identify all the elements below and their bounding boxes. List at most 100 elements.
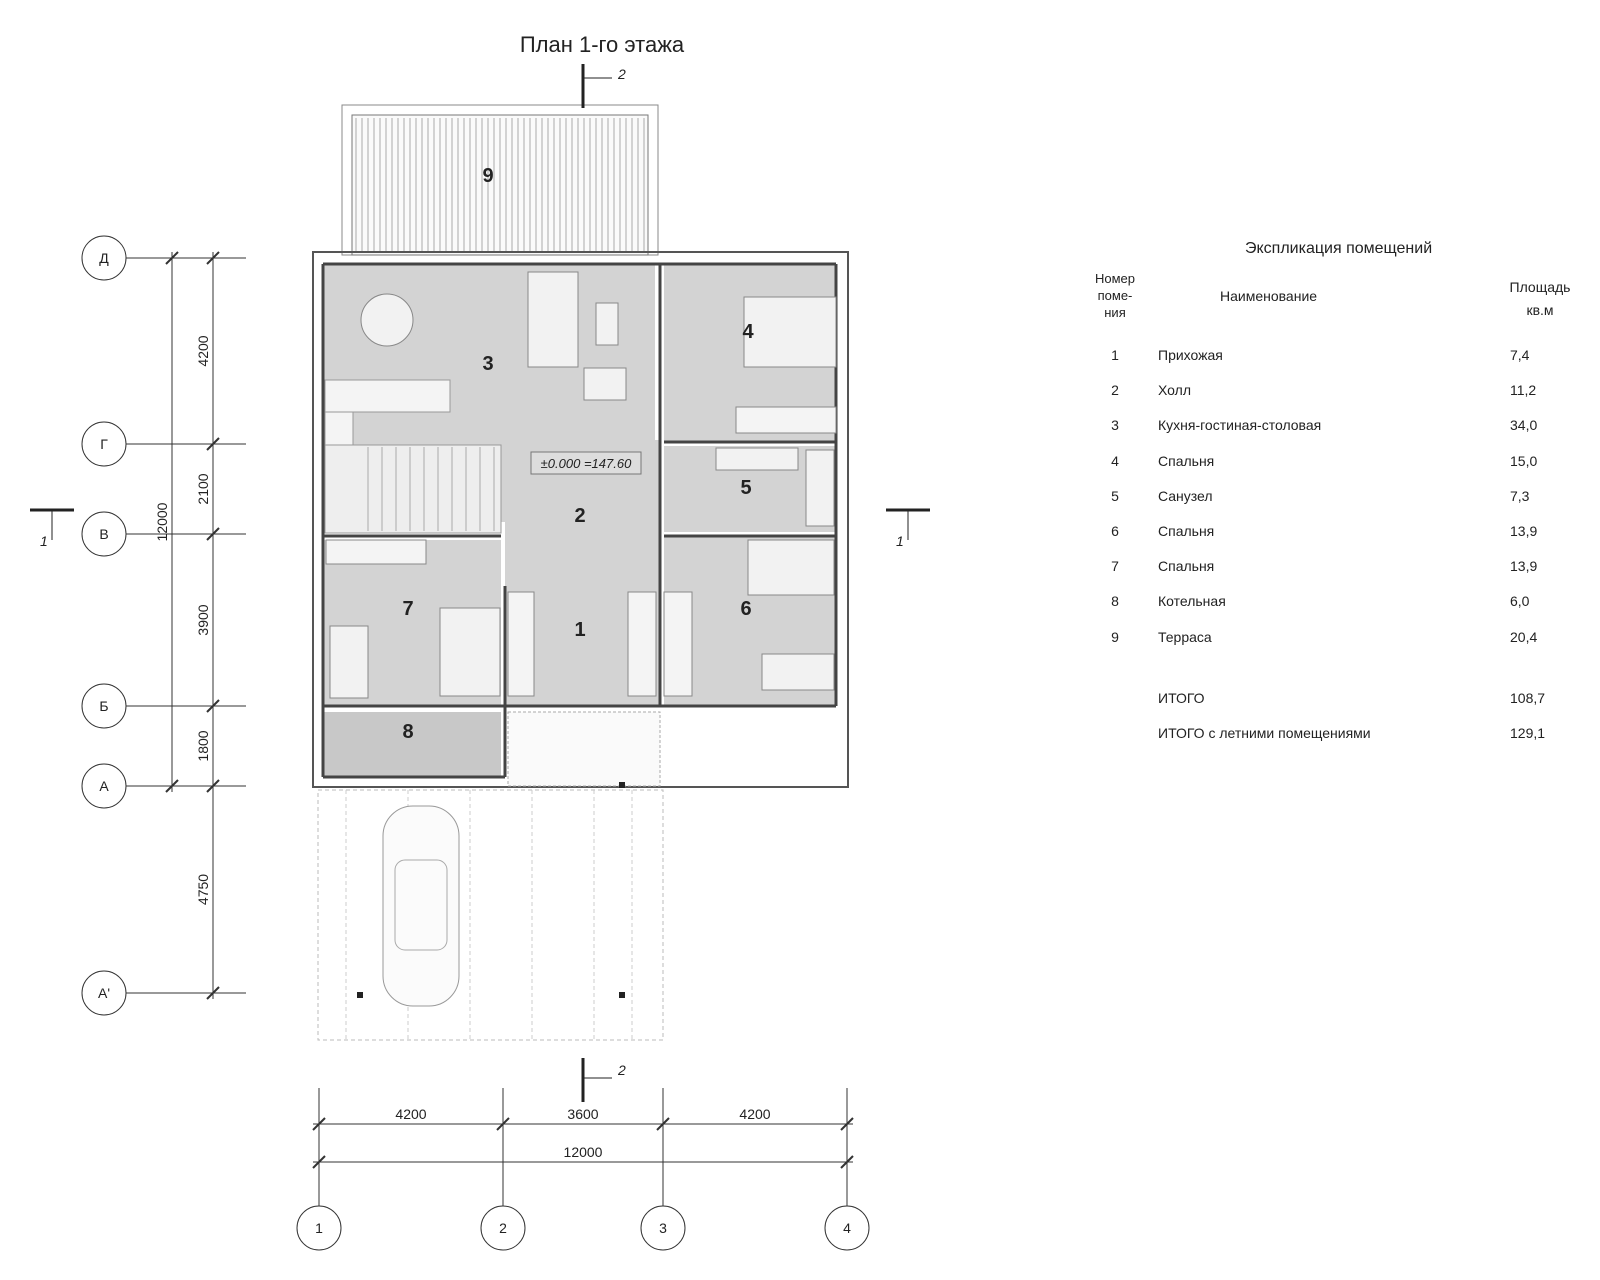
schedule-col-area-line-1: Площадь — [1509, 279, 1571, 295]
column-axis-label: 3 — [659, 1220, 667, 1236]
schedule-total-value: 108,7 — [1510, 690, 1546, 706]
row-axis-label: Д — [99, 250, 109, 266]
row-axis-label: А — [99, 778, 109, 794]
room-number-1: 1 — [574, 619, 585, 641]
schedule-row-name: Кухня-гостиная-столовая — [1158, 417, 1322, 434]
car-outline — [382, 805, 460, 1007]
row-axis-bubble — [81, 421, 127, 467]
schedule-row-name: Санузел — [1158, 487, 1213, 504]
column-axes: 1 2 3 4 — [296, 1088, 870, 1251]
horizontal-dimension: 3600 — [567, 1106, 598, 1122]
section-marks — [30, 64, 930, 1102]
schedule-row-area: 11,2 — [1510, 382, 1537, 399]
room-number-3: 3 — [482, 353, 493, 375]
room-8-fill — [323, 712, 501, 777]
row-axis-label: Г — [100, 436, 108, 452]
room-number-2: 2 — [574, 505, 585, 527]
section-2-mark-bottom: 2 — [617, 1062, 626, 1078]
schedule-row-number: 6 — [1111, 523, 1119, 539]
schedule-row-name: Спальня — [1158, 558, 1215, 575]
dimension-chains: 4200 2100 3900 1800 4750 12000 4200 3600 4200 120… — [154, 251, 854, 1169]
schedule-col-number-line-1: Номер — [1094, 271, 1135, 286]
schedule-col-number: Номер поме- ния — [1080, 270, 1150, 321]
schedule-col-number-line-3: ния — [1104, 305, 1126, 320]
schedule-row-area: 15,0 — [1510, 452, 1538, 469]
schedule-row-area: 6,0 — [1510, 593, 1530, 610]
column-axis-label: 1 — [315, 1220, 323, 1236]
row-axis-bubble — [81, 511, 127, 557]
room-number-4: 4 — [742, 321, 754, 343]
horizontal-dimension: 4200 — [739, 1106, 770, 1122]
row-axis-label: А' — [98, 985, 110, 1001]
column-axis-label: 2 — [499, 1220, 507, 1236]
vertical-dimension: 4200 — [195, 335, 211, 366]
building-walls: ±0.000 =147.60 — [312, 251, 849, 788]
room-number-8: 8 — [402, 721, 413, 743]
section-2-mark-top: 2 — [617, 66, 626, 82]
schedule-total-label: ИТОГО — [1158, 690, 1205, 706]
vertical-dimension: 4750 — [195, 874, 211, 905]
schedule-col-number-line-2: поме- — [1097, 288, 1133, 303]
column-axis-bubble — [296, 1205, 342, 1251]
row-axis-label: В — [99, 526, 108, 542]
schedule-row-number: 1 — [1111, 347, 1119, 363]
row-axis-bubble — [81, 235, 127, 281]
schedule-row-number: 4 — [1111, 452, 1119, 469]
schedule-row-name: Котельная — [1158, 593, 1226, 610]
schedule-row-area: 13,9 — [1510, 558, 1538, 575]
column-axis-label: 4 — [843, 1220, 851, 1236]
terrace — [341, 104, 659, 256]
schedule-row: 6 Спальня 13,9 — [1080, 523, 1580, 543]
horizontal-dimension: 4200 — [395, 1106, 426, 1122]
schedule-row-name: Спальня — [1158, 523, 1215, 539]
schedule-col-name: Наименование — [1220, 288, 1318, 304]
column-axis-bubble — [640, 1205, 686, 1251]
schedule-col-area-line-2: кв.м — [1526, 302, 1554, 318]
room-number-7: 7 — [402, 598, 413, 620]
schedule-total-summer-value: 129,1 — [1510, 725, 1546, 741]
section-1-mark-left: 1 — [40, 533, 48, 549]
row-axis-label: Б — [99, 698, 108, 714]
vertical-dimension: 3900 — [195, 604, 211, 635]
schedule-row-number: 7 — [1111, 558, 1119, 575]
floor-plan-drawing: План 1-го этажа — [30, 32, 930, 1251]
schedule-col-area: Площадь кв.м — [1500, 276, 1580, 322]
column-axis-bubble — [480, 1205, 526, 1251]
column-axis-bubble — [824, 1205, 870, 1251]
horizontal-dimension-total: 12000 — [564, 1144, 603, 1160]
carport — [317, 782, 664, 1041]
schedule-row-area: 7,4 — [1510, 347, 1530, 363]
schedule-row-name: Прихожая — [1158, 347, 1223, 363]
room-number-9: 9 — [482, 165, 493, 187]
schedule-row-name: Спальня — [1158, 452, 1215, 469]
schedule-total-summer-row: ИТОГО с летними помещениями 129,1 — [1080, 725, 1580, 745]
room-number-5: 5 — [740, 477, 751, 499]
section-1-mark-right: 1 — [896, 533, 904, 549]
schedule-row: 1 Прихожая 7,4 — [1080, 347, 1580, 367]
schedule-heading: Экспликация помещений — [1245, 240, 1433, 257]
schedule-row-number: 2 — [1111, 382, 1119, 399]
schedule-row-name: Холл — [1158, 382, 1191, 399]
schedule-row: 7 Спальня 13,9 — [1080, 558, 1580, 578]
schedule-row-area: 13,9 — [1510, 523, 1538, 539]
row-axis-bubble — [81, 683, 127, 729]
plan-title: План 1-го этажа — [520, 32, 685, 57]
elevation-mark: ±0.000 =147.60 — [541, 456, 632, 471]
schedule-row-area: 34,0 — [1510, 417, 1538, 434]
schedule-total-row: ИТОГО 108,7 — [1080, 690, 1580, 710]
vertical-dimension: 1800 — [195, 730, 211, 761]
schedule-row-number: 9 — [1111, 628, 1119, 645]
schedule-total-summer-label: ИТОГО с летними помещениями — [1158, 725, 1371, 741]
vertical-dimension-total: 12000 — [154, 502, 170, 541]
room-labels: 1 2 3 4 5 6 7 8 9 — [402, 165, 754, 743]
schedule-row-number: 5 — [1111, 487, 1119, 504]
schedule-row-area: 20,4 — [1510, 628, 1538, 645]
vertical-dimension: 2100 — [195, 473, 211, 504]
row-axis-bubble — [81, 970, 127, 1016]
room-number-6: 6 — [740, 598, 751, 620]
row-axis-bubble — [81, 763, 127, 809]
